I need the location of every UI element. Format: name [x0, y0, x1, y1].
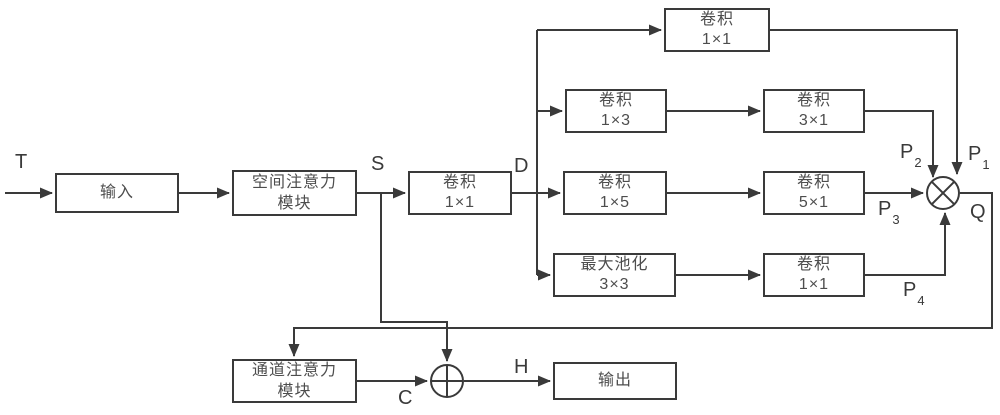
- label-p1: P1: [968, 143, 990, 172]
- node-conv-branch4-line2: 1×1: [798, 276, 830, 293]
- node-spatial-attention-line1: 空间注意力: [251, 174, 337, 191]
- node-conv-top-line1: 卷积: [699, 11, 734, 28]
- node-conv-5x1: 卷积 5×1: [763, 171, 865, 215]
- node-conv-main-line1: 卷积: [442, 174, 477, 191]
- node-output-label: 输出: [597, 372, 632, 389]
- node-conv-branch4-line1: 卷积: [796, 256, 831, 273]
- node-maxpool-3x3: 最大池化 3×3: [553, 253, 676, 297]
- node-conv-1x5-line1: 卷积: [597, 174, 632, 191]
- edge-p1-conv-top-to-multiply: [770, 29, 963, 175]
- label-c: C: [398, 387, 413, 409]
- edge-s-to-add: [380, 193, 453, 362]
- label-q: Q: [970, 201, 986, 223]
- node-input: 输入: [55, 173, 179, 213]
- node-maxpool-line2: 3×3: [599, 276, 630, 293]
- edge-p4-conv-branch4-to-multiply: [865, 212, 951, 276]
- node-conv-top-1x1: 卷积 1×1: [664, 8, 770, 52]
- node-output: 输出: [553, 362, 677, 400]
- node-channel-attention: 通道注意力 模块: [232, 359, 357, 403]
- node-conv-1x3: 卷积 1×3: [565, 89, 667, 133]
- node-conv-1x5: 卷积 1×5: [563, 171, 667, 215]
- node-channel-attention-line1: 通道注意力: [251, 362, 337, 379]
- node-conv-3x1-line1: 卷积: [796, 92, 831, 109]
- node-conv-1x3-line1: 卷积: [598, 92, 633, 109]
- circle-multiply-icon: [926, 176, 960, 210]
- node-conv-branch4-1x1: 卷积 1×1: [763, 253, 865, 297]
- edge-q-multiply-to-channel: [288, 192, 993, 357]
- node-conv-3x1-line2: 3×1: [798, 112, 830, 129]
- label-h: H: [514, 356, 529, 378]
- edge-p2-conv-3x1-to-multiply: [865, 110, 939, 178]
- node-spatial-attention-line2: 模块: [277, 195, 312, 212]
- node-conv-3x1: 卷积 3×1: [763, 89, 865, 133]
- node-conv-1x5-line2: 1×5: [599, 194, 631, 211]
- node-channel-attention-line2: 模块: [277, 383, 312, 400]
- node-input-label: 输入: [99, 184, 134, 201]
- label-p2: P2: [900, 141, 922, 170]
- label-s: S: [371, 153, 385, 175]
- label-d: D: [514, 155, 529, 177]
- node-conv-main-1x1: 卷积 1×1: [408, 171, 512, 215]
- label-t: T: [15, 151, 28, 173]
- node-spatial-attention: 空间注意力 模块: [232, 170, 357, 216]
- node-conv-top-line2: 1×1: [701, 31, 733, 48]
- node-conv-1x3-line2: 1×3: [600, 112, 632, 129]
- node-maxpool-line1: 最大池化: [580, 256, 649, 273]
- node-conv-5x1-line2: 5×1: [798, 194, 830, 211]
- node-conv-5x1-line1: 卷积: [796, 174, 831, 191]
- node-conv-main-line2: 1×1: [444, 194, 476, 211]
- label-p3: P3: [878, 198, 900, 227]
- circle-plus-icon: [430, 364, 464, 398]
- label-p4: P4: [903, 279, 925, 308]
